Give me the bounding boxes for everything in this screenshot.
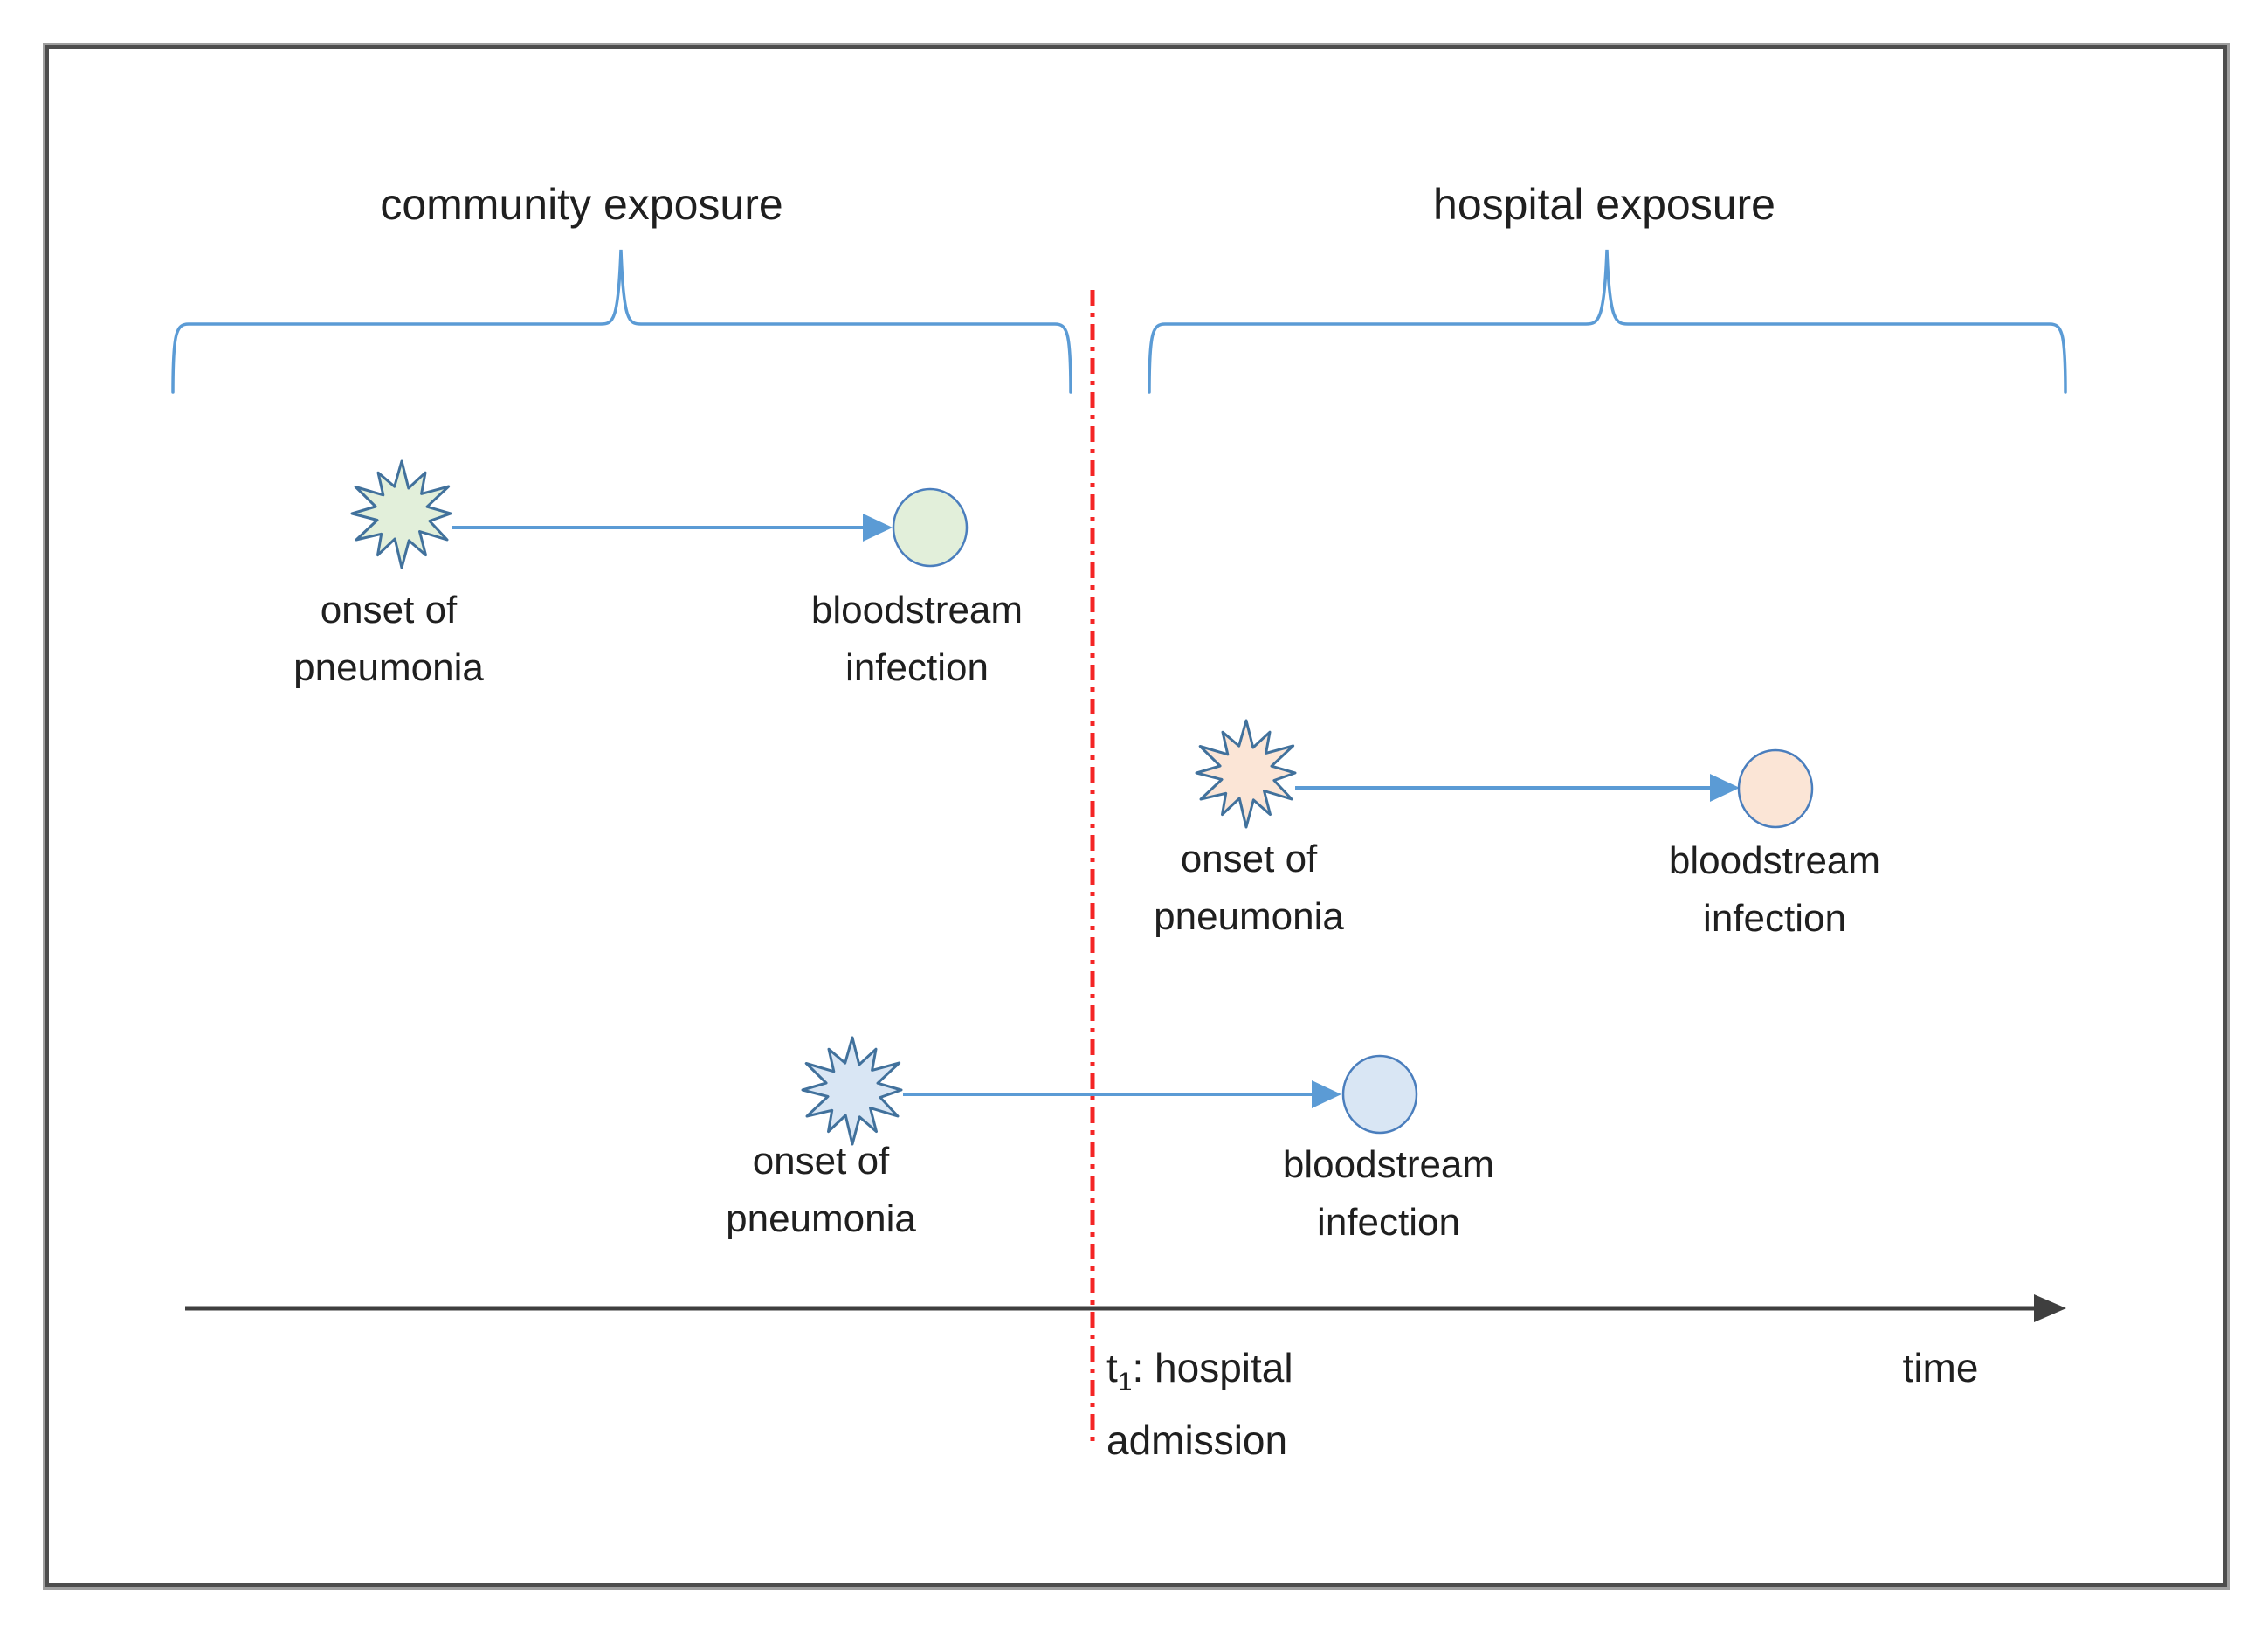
peach-arrowhead-icon [1710,774,1740,802]
peach-progression-arrow [1295,774,1740,802]
outer-frame [43,43,2230,1590]
blue-arrowhead-icon [1312,1080,1341,1108]
peach-onset-label-line1: onset of [1180,838,1318,880]
peach-infection-circle-icon [1737,748,1814,829]
green-infection-circle-icon [892,487,969,568]
peach-infection-label-line2: infection [1703,897,1846,940]
peach-infection-label-line1: bloodstream [1668,839,1881,882]
peach-onset-label: onset of pneumonia [1154,831,1344,946]
peach-onset-starburst-icon [1195,719,1297,829]
admission-t: t [1106,1345,1118,1390]
hospital-admission-label: t1: hospital admission [1106,1339,1293,1469]
hospital-exposure-brace [1148,249,2067,394]
blue-infection-circle-icon [1341,1054,1418,1135]
time-axis-arrow [185,1294,2066,1322]
peach-onset-label-line2: pneumonia [1154,895,1344,938]
blue-infection-label: bloodstream infection [1283,1136,1494,1252]
community-exposure-brace [171,249,1072,394]
hospital-admission-label-line2: admission [1106,1418,1288,1464]
blue-infection-label-line2: infection [1317,1201,1460,1244]
peach-infection-label: bloodstream infection [1669,832,1880,948]
green-onset-label: onset of pneumonia [293,582,484,697]
admission-subscript: 1 [1117,1368,1133,1397]
blue-onset-label-line2: pneumonia [726,1197,916,1240]
time-label: time [1902,1345,1979,1390]
admission-rest: : hospital [1132,1345,1293,1390]
community-exposure-header: community exposure [380,180,783,229]
green-onset-label-line1: onset of [320,589,458,631]
hospital-admission-label-line1: t1: hospital [1106,1339,1293,1411]
blue-infection-label-line1: bloodstream [1282,1143,1495,1186]
green-progression-arrow [452,514,893,542]
hospital-exposure-header: hospital exposure [1433,180,1775,229]
blue-onset-starburst-icon [801,1036,903,1146]
green-infection-label: bloodstream infection [811,582,1023,697]
green-infection-label-line1: bloodstream [810,589,1024,631]
time-axis-arrowhead-icon [2034,1294,2066,1322]
green-arrowhead-icon [863,514,893,542]
green-onset-starburst-icon [350,459,452,569]
green-onset-label-line2: pneumonia [293,646,484,689]
blue-onset-label-line1: onset of [752,1140,890,1183]
green-infection-label-line2: infection [845,646,989,689]
blue-progression-arrow [903,1080,1341,1108]
blue-onset-label: onset of pneumonia [726,1133,916,1248]
